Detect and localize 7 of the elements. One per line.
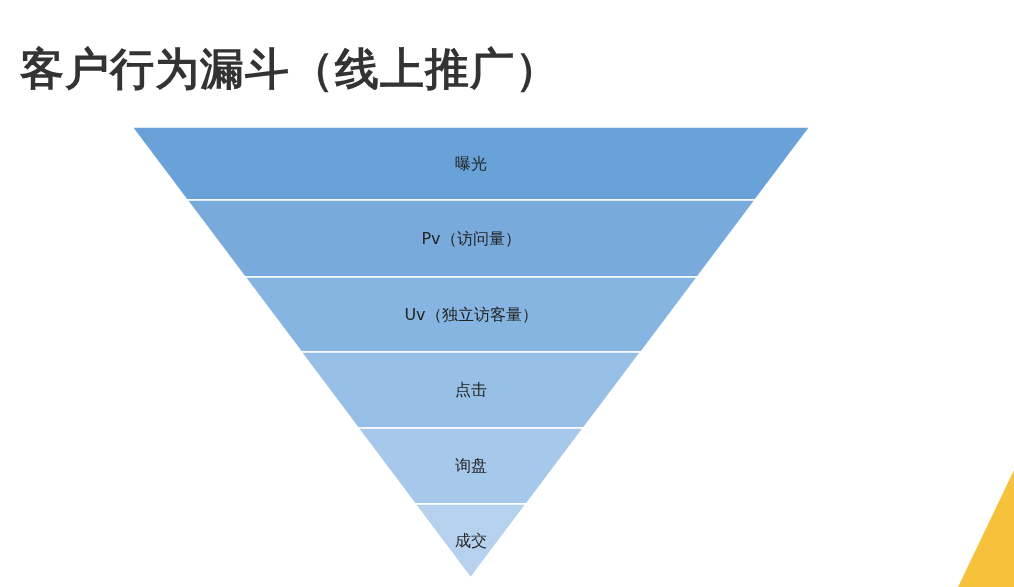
- stage-label: 点击: [454, 380, 488, 401]
- stage-label: 询盘: [454, 456, 488, 477]
- stage-label: 曝光: [454, 153, 488, 175]
- slide-title: 客户行为漏斗（线上推广）: [20, 42, 560, 96]
- stage-label: Uv（独立访客量）: [403, 304, 539, 326]
- stage-label: Pv（访问量）: [420, 228, 522, 250]
- stage-label: 成交: [454, 531, 488, 552]
